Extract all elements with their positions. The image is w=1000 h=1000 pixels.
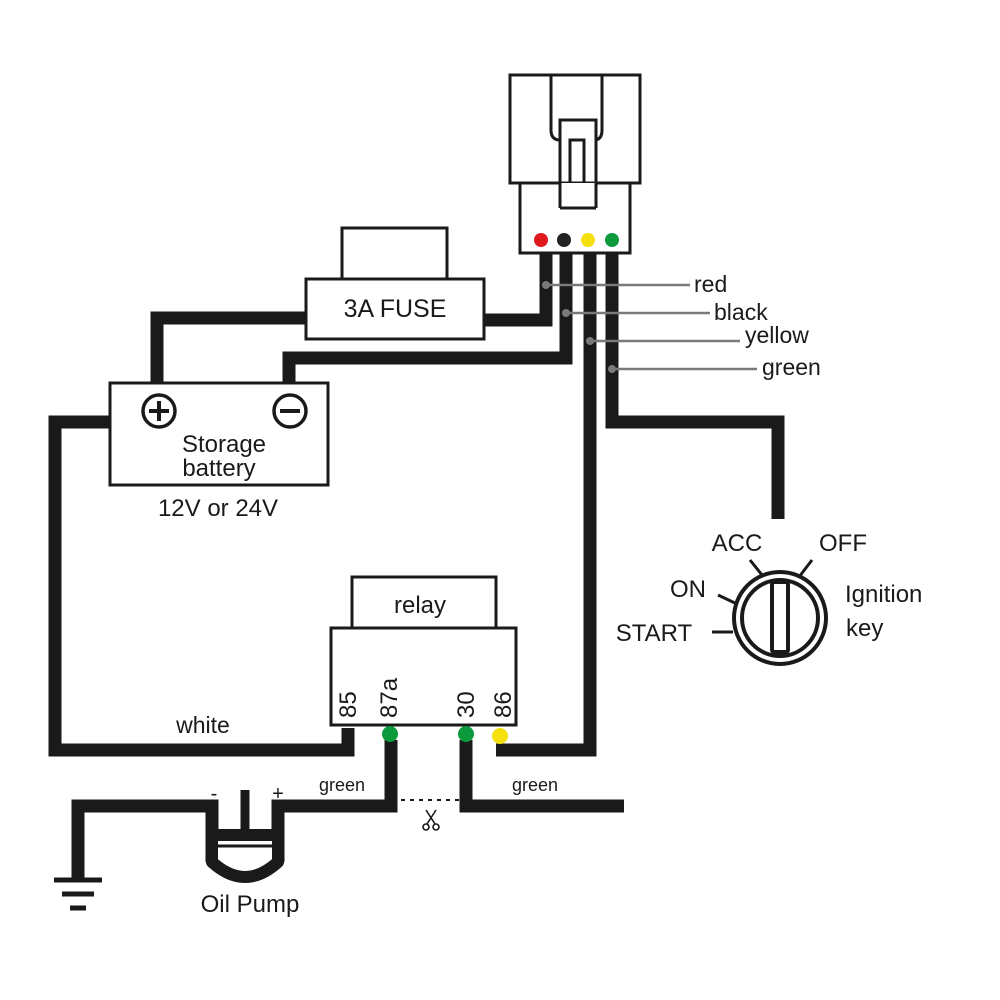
oil-pump: - + Oil Pump xyxy=(201,783,300,918)
pump-minus-label: - xyxy=(211,783,218,805)
white-wire xyxy=(48,415,355,757)
red-pin xyxy=(534,233,548,247)
pin-30-label: 30 xyxy=(453,691,480,718)
black-wire xyxy=(282,252,573,385)
green-wire-right-label: green xyxy=(512,775,558,795)
relay-body xyxy=(329,626,518,727)
red-wire xyxy=(482,252,553,327)
battery-voltage: 12V or 24V xyxy=(158,495,278,522)
relay-label: relay xyxy=(394,592,446,619)
ground-icon xyxy=(54,877,102,911)
acc-label: ACC xyxy=(712,530,763,557)
wiring-connector xyxy=(508,73,642,255)
fuse: 3A FUSE xyxy=(304,226,486,341)
pump-plus-label: + xyxy=(272,783,284,805)
fuse-body xyxy=(304,277,486,341)
scissors-icon xyxy=(422,809,440,831)
battery-name-line1: Storage xyxy=(182,431,266,458)
ignition-label-line1: Ignition xyxy=(845,581,922,608)
minus-terminal-icon xyxy=(272,393,308,429)
plus-terminal-icon xyxy=(141,393,177,429)
green-wire-left-label: green xyxy=(319,775,365,795)
ignition-label-line2: key xyxy=(846,615,883,642)
wire-color-legend: red black yellow green xyxy=(542,271,821,380)
yellow-pin xyxy=(581,233,595,247)
relay-cap xyxy=(350,575,498,630)
pin-86-dot xyxy=(492,728,508,744)
green-wire-87a xyxy=(271,740,398,862)
green-pin xyxy=(605,233,619,247)
ignition-switch: ACC OFF ON START Ignition key xyxy=(616,530,922,666)
pin-85-label: 85 xyxy=(335,691,362,718)
on-label: ON xyxy=(670,576,706,603)
battery-name-line2: battery xyxy=(182,455,255,482)
oil-pump-label: Oil Pump xyxy=(201,891,300,918)
start-label: START xyxy=(616,620,693,647)
yellow-wire xyxy=(496,252,597,757)
black-label: black xyxy=(714,299,768,325)
storage-battery: Storage battery 12V or 24V xyxy=(108,381,330,522)
fuse-cap xyxy=(340,226,449,282)
pin-87a-dot xyxy=(382,726,398,742)
green-wire xyxy=(605,252,785,519)
fuse-label: 3A FUSE xyxy=(344,295,447,323)
off-label: OFF xyxy=(819,530,867,557)
yellow-label: yellow xyxy=(745,322,809,348)
relay: relay 85 87a 30 86 xyxy=(329,575,518,744)
oil-pump-body xyxy=(206,829,284,883)
black-pin xyxy=(557,233,571,247)
key-slot-icon xyxy=(770,580,790,654)
pin-30-dot xyxy=(458,726,474,742)
green-label: green xyxy=(762,354,821,380)
pin-87a-label: 87a xyxy=(376,677,403,718)
red-label: red xyxy=(694,271,727,297)
pin-86-label: 86 xyxy=(490,691,517,718)
ground-wire xyxy=(71,799,219,880)
fuse-to-battery-wire xyxy=(150,311,308,385)
green-wire-30 xyxy=(459,740,624,813)
white-wire-label: white xyxy=(175,712,230,738)
